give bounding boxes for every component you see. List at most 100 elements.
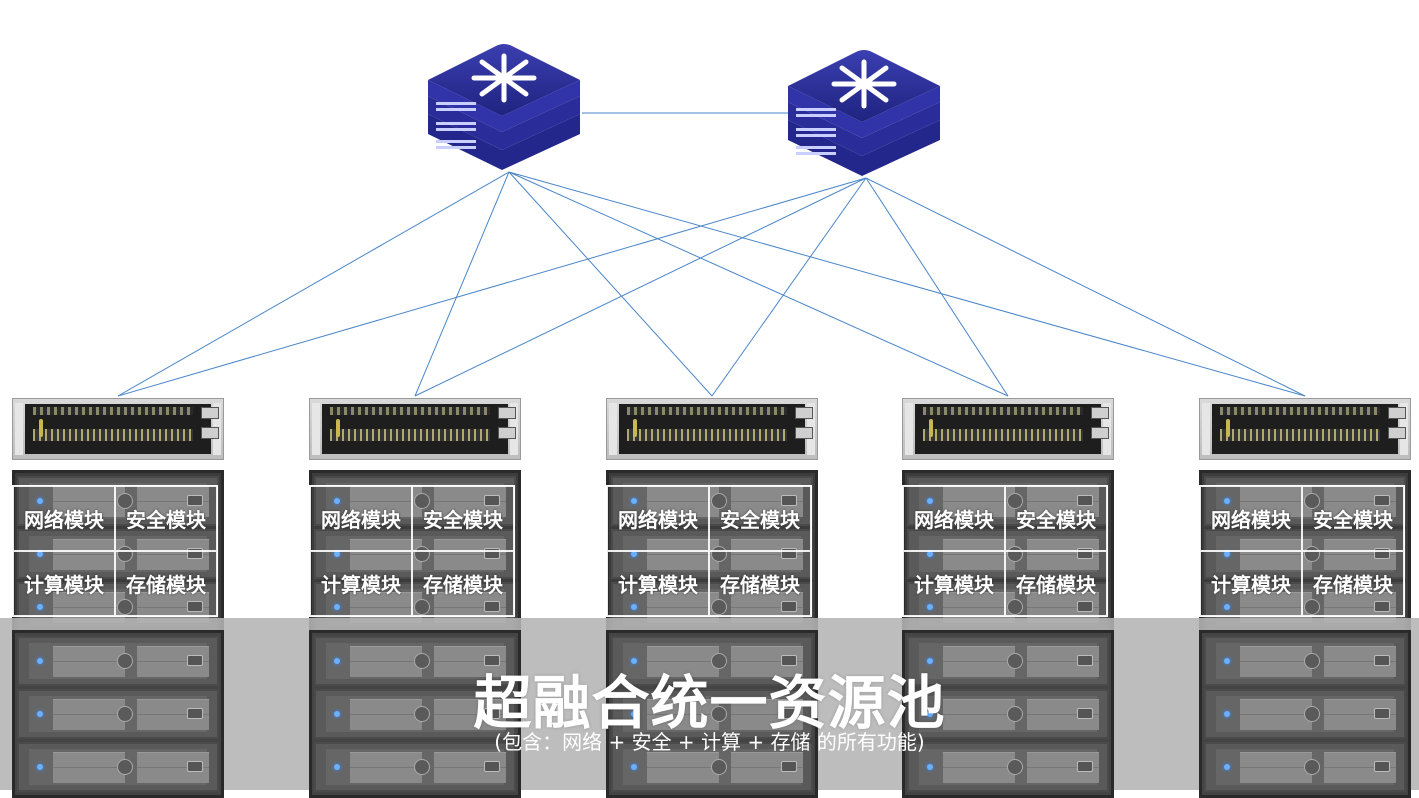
- status-led-icon: [37, 604, 43, 610]
- usb-port-icon: [187, 601, 203, 612]
- status-led-icon: [631, 498, 637, 504]
- drive-bay: [350, 752, 422, 783]
- server-rack: [606, 470, 818, 638]
- usb-port-icon: [1077, 761, 1093, 772]
- status-led-icon: [927, 658, 933, 664]
- drive-bay: [943, 592, 1015, 623]
- uplink-line: [414, 171, 510, 397]
- server-unit: [907, 636, 1109, 686]
- drive-bay: [53, 752, 125, 783]
- module-label: 计算模块: [607, 551, 709, 616]
- usb-port-icon: [484, 761, 500, 772]
- usb-port-icon: [484, 495, 500, 506]
- power-button-icon: [1304, 653, 1320, 669]
- status-led-icon: [1224, 658, 1230, 664]
- network-switch-icon: [788, 50, 940, 176]
- drive-bay: [53, 486, 125, 517]
- usb-port-icon: [484, 655, 500, 666]
- status-led-icon: [631, 551, 637, 557]
- status-led-icon: [37, 498, 43, 504]
- pool-server-stack: [902, 630, 1114, 798]
- server-unit: [611, 529, 813, 579]
- module-label: 网络模块: [903, 486, 1005, 551]
- module-label: 网络模块: [13, 486, 115, 551]
- server-unit: [907, 742, 1109, 792]
- uplink-line: [508, 171, 713, 397]
- core-switch-1: [424, 42, 584, 172]
- module-label: 存储模块: [1005, 551, 1107, 616]
- usb-port-icon: [1374, 495, 1390, 506]
- pool-server-stack: [606, 630, 818, 798]
- module-label: 安全模块: [115, 486, 217, 551]
- drive-bay: [943, 699, 1015, 730]
- status-led-icon: [927, 711, 933, 717]
- drive-bay: [53, 646, 125, 677]
- power-button-icon: [1304, 759, 1320, 775]
- uplink-line: [508, 171, 1306, 397]
- usb-port-icon: [1374, 655, 1390, 666]
- pool-server-stack: [1199, 630, 1411, 798]
- server-unit: [1204, 529, 1406, 579]
- module-label: 存储模块: [1302, 551, 1404, 616]
- uplink-line: [508, 171, 1009, 397]
- drive-bay: [53, 592, 125, 623]
- status-led-icon: [37, 551, 43, 557]
- module-label: 计算模块: [13, 551, 115, 616]
- power-button-icon: [1007, 653, 1023, 669]
- hci-node: 网络模块安全模块计算模块存储模块: [902, 398, 1114, 638]
- status-led-icon: [1224, 764, 1230, 770]
- power-button-icon: [1007, 599, 1023, 615]
- drive-bay: [350, 646, 422, 677]
- usb-port-icon: [781, 655, 797, 666]
- server-unit: [907, 689, 1109, 739]
- drive-bay: [350, 539, 422, 570]
- power-button-icon: [711, 599, 727, 615]
- drive-bay: [1240, 539, 1312, 570]
- pool-server-stack: [12, 630, 224, 798]
- drive-bay: [943, 752, 1015, 783]
- module-grid: 网络模块安全模块计算模块存储模块: [309, 485, 515, 617]
- module-label: 安全模块: [1302, 486, 1404, 551]
- server-unit: [611, 742, 813, 792]
- drive-bay: [1240, 592, 1312, 623]
- drive-bay: [53, 539, 125, 570]
- power-button-icon: [1304, 493, 1320, 509]
- usb-port-icon: [1077, 708, 1093, 719]
- drive-bay: [943, 486, 1015, 517]
- power-button-icon: [414, 493, 430, 509]
- status-led-icon: [927, 764, 933, 770]
- drive-bay: [1240, 752, 1312, 783]
- module-label: 网络模块: [607, 486, 709, 551]
- status-led-icon: [334, 658, 340, 664]
- usb-port-icon: [187, 548, 203, 559]
- module-grid: 网络模块安全模块计算模块存储模块: [606, 485, 812, 617]
- module-label: 计算模块: [1200, 551, 1302, 616]
- tor-switch: [902, 398, 1114, 460]
- power-button-icon: [117, 706, 133, 722]
- module-label: 安全模块: [709, 486, 811, 551]
- status-led-icon: [631, 711, 637, 717]
- status-led-icon: [631, 764, 637, 770]
- module-label: 计算模块: [903, 551, 1005, 616]
- power-button-icon: [1007, 706, 1023, 722]
- module-label: 网络模块: [310, 486, 412, 551]
- uplink-line: [414, 177, 867, 397]
- status-led-icon: [1224, 498, 1230, 504]
- server-unit: [611, 636, 813, 686]
- module-label: 存储模块: [709, 551, 811, 616]
- module-grid: 网络模块安全模块计算模块存储模块: [12, 485, 218, 617]
- drive-bay: [1240, 646, 1312, 677]
- drive-bay: [350, 486, 422, 517]
- tor-switch: [1199, 398, 1411, 460]
- usb-port-icon: [1077, 655, 1093, 666]
- power-button-icon: [711, 653, 727, 669]
- drive-bay: [647, 592, 719, 623]
- server-unit: [907, 529, 1109, 579]
- status-led-icon: [631, 604, 637, 610]
- power-button-icon: [1304, 599, 1320, 615]
- server-unit: [17, 689, 219, 739]
- drive-bay: [350, 699, 422, 730]
- hci-node: 网络模块安全模块计算模块存储模块: [1199, 398, 1411, 638]
- server-unit: [1204, 476, 1406, 526]
